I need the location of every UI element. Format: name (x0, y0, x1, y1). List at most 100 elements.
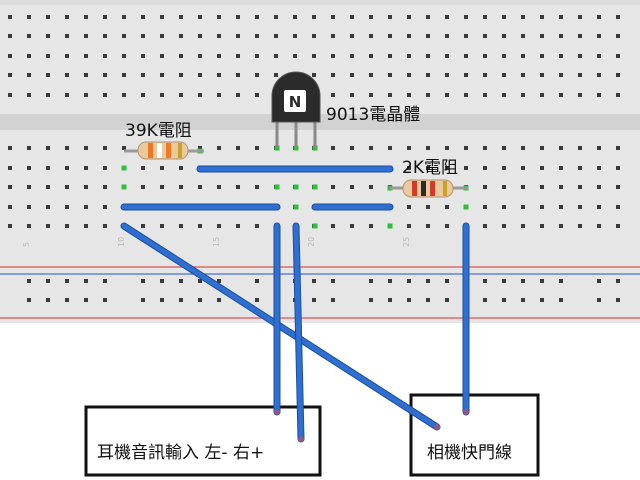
hole (217, 15, 221, 19)
rail-hole (84, 298, 88, 302)
hole (616, 73, 620, 77)
hole (122, 15, 126, 19)
hole (8, 34, 12, 38)
hole (160, 34, 164, 38)
hole (502, 205, 506, 209)
hole (46, 185, 50, 189)
hole (445, 73, 449, 77)
hole (255, 224, 259, 228)
hole (426, 166, 430, 170)
hole (426, 34, 430, 38)
hole (521, 34, 525, 38)
rail-hole (616, 279, 620, 283)
hole (84, 146, 88, 150)
rail-hole (502, 279, 506, 283)
rail-hole (179, 279, 183, 283)
hole (274, 34, 278, 38)
hole (312, 73, 316, 77)
hole (65, 185, 69, 189)
rail-hole (426, 298, 430, 302)
hole (369, 146, 373, 150)
hole (540, 54, 544, 58)
hole (578, 15, 582, 19)
hole (464, 166, 468, 170)
hole (578, 146, 582, 150)
hole (274, 73, 278, 77)
rail-hole (65, 298, 69, 302)
hole (369, 73, 373, 77)
column-number: 10 (117, 237, 126, 247)
hole (540, 93, 544, 97)
hole (559, 15, 563, 19)
hole (122, 54, 126, 58)
hole (407, 93, 411, 97)
hole (141, 15, 145, 19)
rail-hole (141, 279, 145, 283)
hole (578, 166, 582, 170)
hole (426, 224, 430, 228)
hole (217, 73, 221, 77)
rail-hole (559, 298, 563, 302)
rail-hole (521, 279, 525, 283)
hole (84, 166, 88, 170)
rail-hole (616, 298, 620, 302)
hole (27, 73, 31, 77)
hole (540, 205, 544, 209)
hole (8, 15, 12, 19)
shutter-box (409, 393, 540, 477)
rail-hole (141, 298, 145, 302)
hole (350, 185, 354, 189)
hole (103, 54, 107, 58)
rail-hole (445, 298, 449, 302)
rail-hole (369, 298, 373, 302)
hole (103, 224, 107, 228)
hole (407, 166, 411, 170)
hole (217, 34, 221, 38)
resistor-2k (390, 179, 468, 198)
column-number: 5 (22, 242, 31, 247)
hole (483, 15, 487, 19)
hole (521, 146, 525, 150)
hole (141, 54, 145, 58)
hole (331, 146, 335, 150)
hole (616, 54, 620, 58)
rail-hole (597, 279, 601, 283)
hole (255, 15, 259, 19)
hole (27, 15, 31, 19)
hole (27, 166, 31, 170)
rail-hole (502, 298, 506, 302)
hole (426, 15, 430, 19)
hole (540, 224, 544, 228)
hole (217, 54, 221, 58)
hole (160, 73, 164, 77)
audio-input-box (84, 405, 322, 477)
shutter-label: 相機快門線 (427, 443, 512, 463)
hole (578, 224, 582, 228)
hole (578, 34, 582, 38)
hole (198, 15, 202, 19)
hole (369, 224, 373, 228)
wire-audio-right (293, 223, 304, 442)
hole (350, 34, 354, 38)
hole (160, 185, 164, 189)
active-hole (121, 165, 127, 171)
hole (559, 54, 563, 58)
hole (388, 93, 392, 97)
hole (255, 93, 259, 97)
hole (540, 15, 544, 19)
hole (27, 185, 31, 189)
hole (578, 205, 582, 209)
resistor-39k-label: 39K電阻 (125, 121, 192, 141)
hole (388, 73, 392, 77)
rail-hole (312, 298, 316, 302)
rail-hole (46, 298, 50, 302)
hole (160, 93, 164, 97)
hole (274, 54, 278, 58)
hole (198, 185, 202, 189)
hole (236, 34, 240, 38)
hole (46, 224, 50, 228)
hole (426, 54, 430, 58)
transistor-marking: N (289, 93, 302, 111)
transistor-9013 (271, 71, 321, 148)
rail-hole (198, 298, 202, 302)
